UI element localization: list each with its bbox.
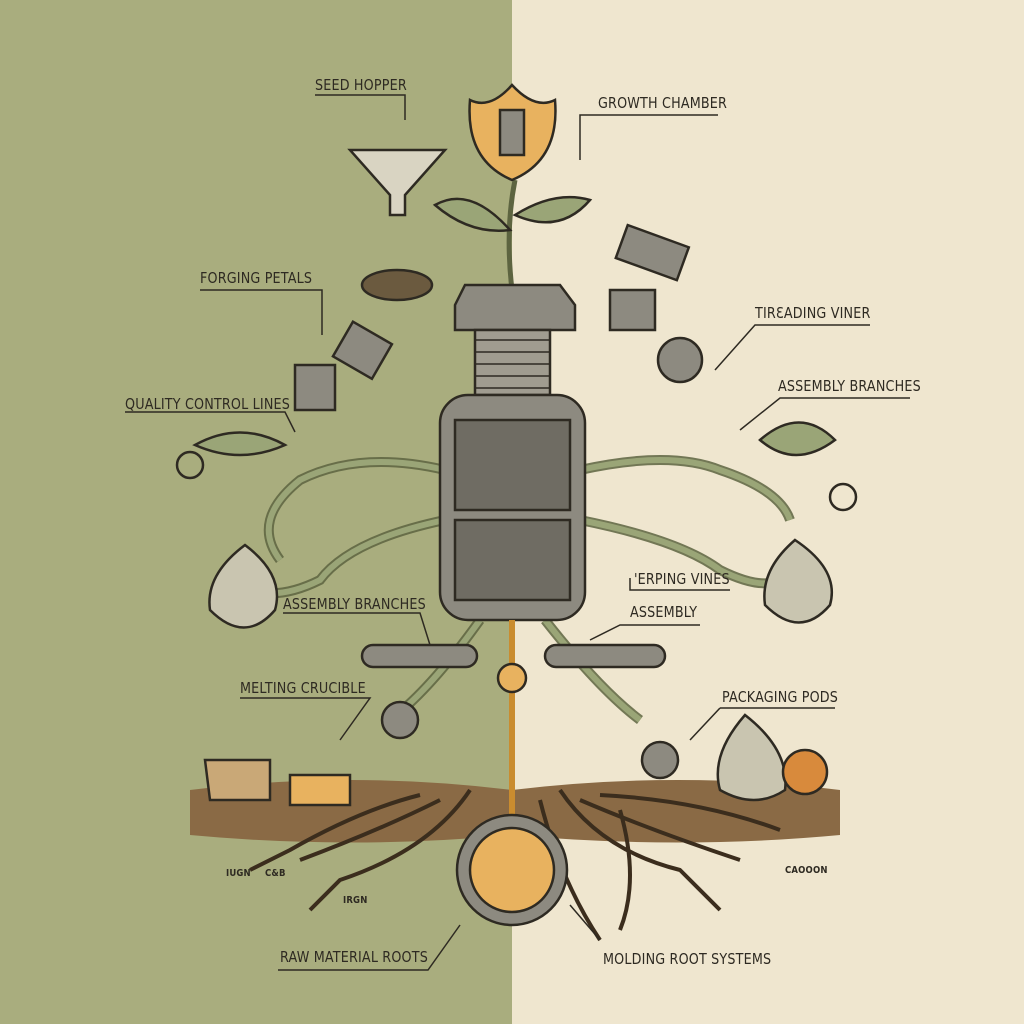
stem-leaf-left bbox=[432, 197, 513, 232]
root-pod-flower bbox=[468, 826, 556, 914]
gear-right bbox=[640, 740, 680, 780]
thread-lines bbox=[475, 339, 550, 389]
packaging-pod bbox=[716, 713, 787, 802]
pod-left bbox=[208, 543, 279, 629]
cardboard-box bbox=[203, 758, 272, 802]
conveyor-left bbox=[360, 643, 479, 669]
stem bbox=[506, 179, 518, 291]
label-irgn: IRGN bbox=[343, 895, 368, 906]
forging-hammer-head bbox=[331, 319, 394, 381]
seed-tray bbox=[360, 268, 434, 302]
label-assembly: ASSEMBLY bbox=[630, 603, 698, 621]
machine-upper-chamber bbox=[453, 418, 572, 512]
label-lerping-vines: 'ERPING VINES bbox=[634, 570, 730, 588]
threaded-neck bbox=[473, 328, 552, 397]
leaf-right bbox=[758, 421, 837, 457]
label-forging-petals: FORGING PETALS bbox=[200, 269, 313, 287]
flower-bolt bbox=[498, 108, 526, 157]
label-quality-control-lines: QUALITY CONTROL LINES bbox=[125, 395, 291, 413]
label-threading-viner: TIRƐADING VINER bbox=[755, 304, 871, 322]
leader-lines bbox=[125, 94, 910, 971]
stem-leaf-right bbox=[512, 195, 593, 224]
fruit bbox=[781, 748, 829, 796]
seed-hopper-funnel bbox=[347, 148, 448, 217]
label-packaging-pods: PACKAGING PODS bbox=[722, 688, 839, 706]
label-molding-root-systems: MOLDING ROOT SYSTEMS bbox=[603, 950, 772, 968]
forging-press-base bbox=[293, 363, 337, 412]
pod-right bbox=[763, 538, 834, 624]
label-cadoon: CAOOON bbox=[785, 865, 828, 876]
label-cab: C&B bbox=[265, 868, 286, 879]
label-assembly-branches-left: ASSEMBLY BRANCHES bbox=[283, 595, 426, 613]
threading-hammer-head bbox=[614, 223, 691, 282]
leaf-left bbox=[192, 431, 288, 457]
conveyor-right bbox=[543, 643, 667, 669]
crucible bbox=[288, 773, 352, 807]
gear-left bbox=[380, 700, 420, 740]
threading-nut bbox=[608, 288, 657, 332]
magnifier-left-icon bbox=[175, 450, 205, 480]
screw-head bbox=[656, 336, 704, 384]
label-growth-chamber: GROWTH CHAMBER bbox=[598, 94, 728, 112]
label-assembly-branches-right: ASSEMBLY BRANCHES bbox=[778, 377, 921, 395]
roots bbox=[249, 788, 781, 942]
label-seed-hopper: SEED HOPPER bbox=[315, 76, 407, 94]
label-iugn: IUGN bbox=[226, 868, 251, 879]
label-raw-material-roots: RAW MATERIAL ROOTS bbox=[280, 948, 428, 966]
right-background-panel bbox=[512, 0, 1024, 1024]
machine-lower-chamber bbox=[453, 518, 572, 602]
label-melting-crucible: MELTING CRUCIBLE bbox=[240, 679, 366, 697]
hex-nut bbox=[453, 283, 577, 332]
pipe-junction bbox=[496, 662, 528, 694]
magnifier-right-icon bbox=[828, 482, 858, 512]
